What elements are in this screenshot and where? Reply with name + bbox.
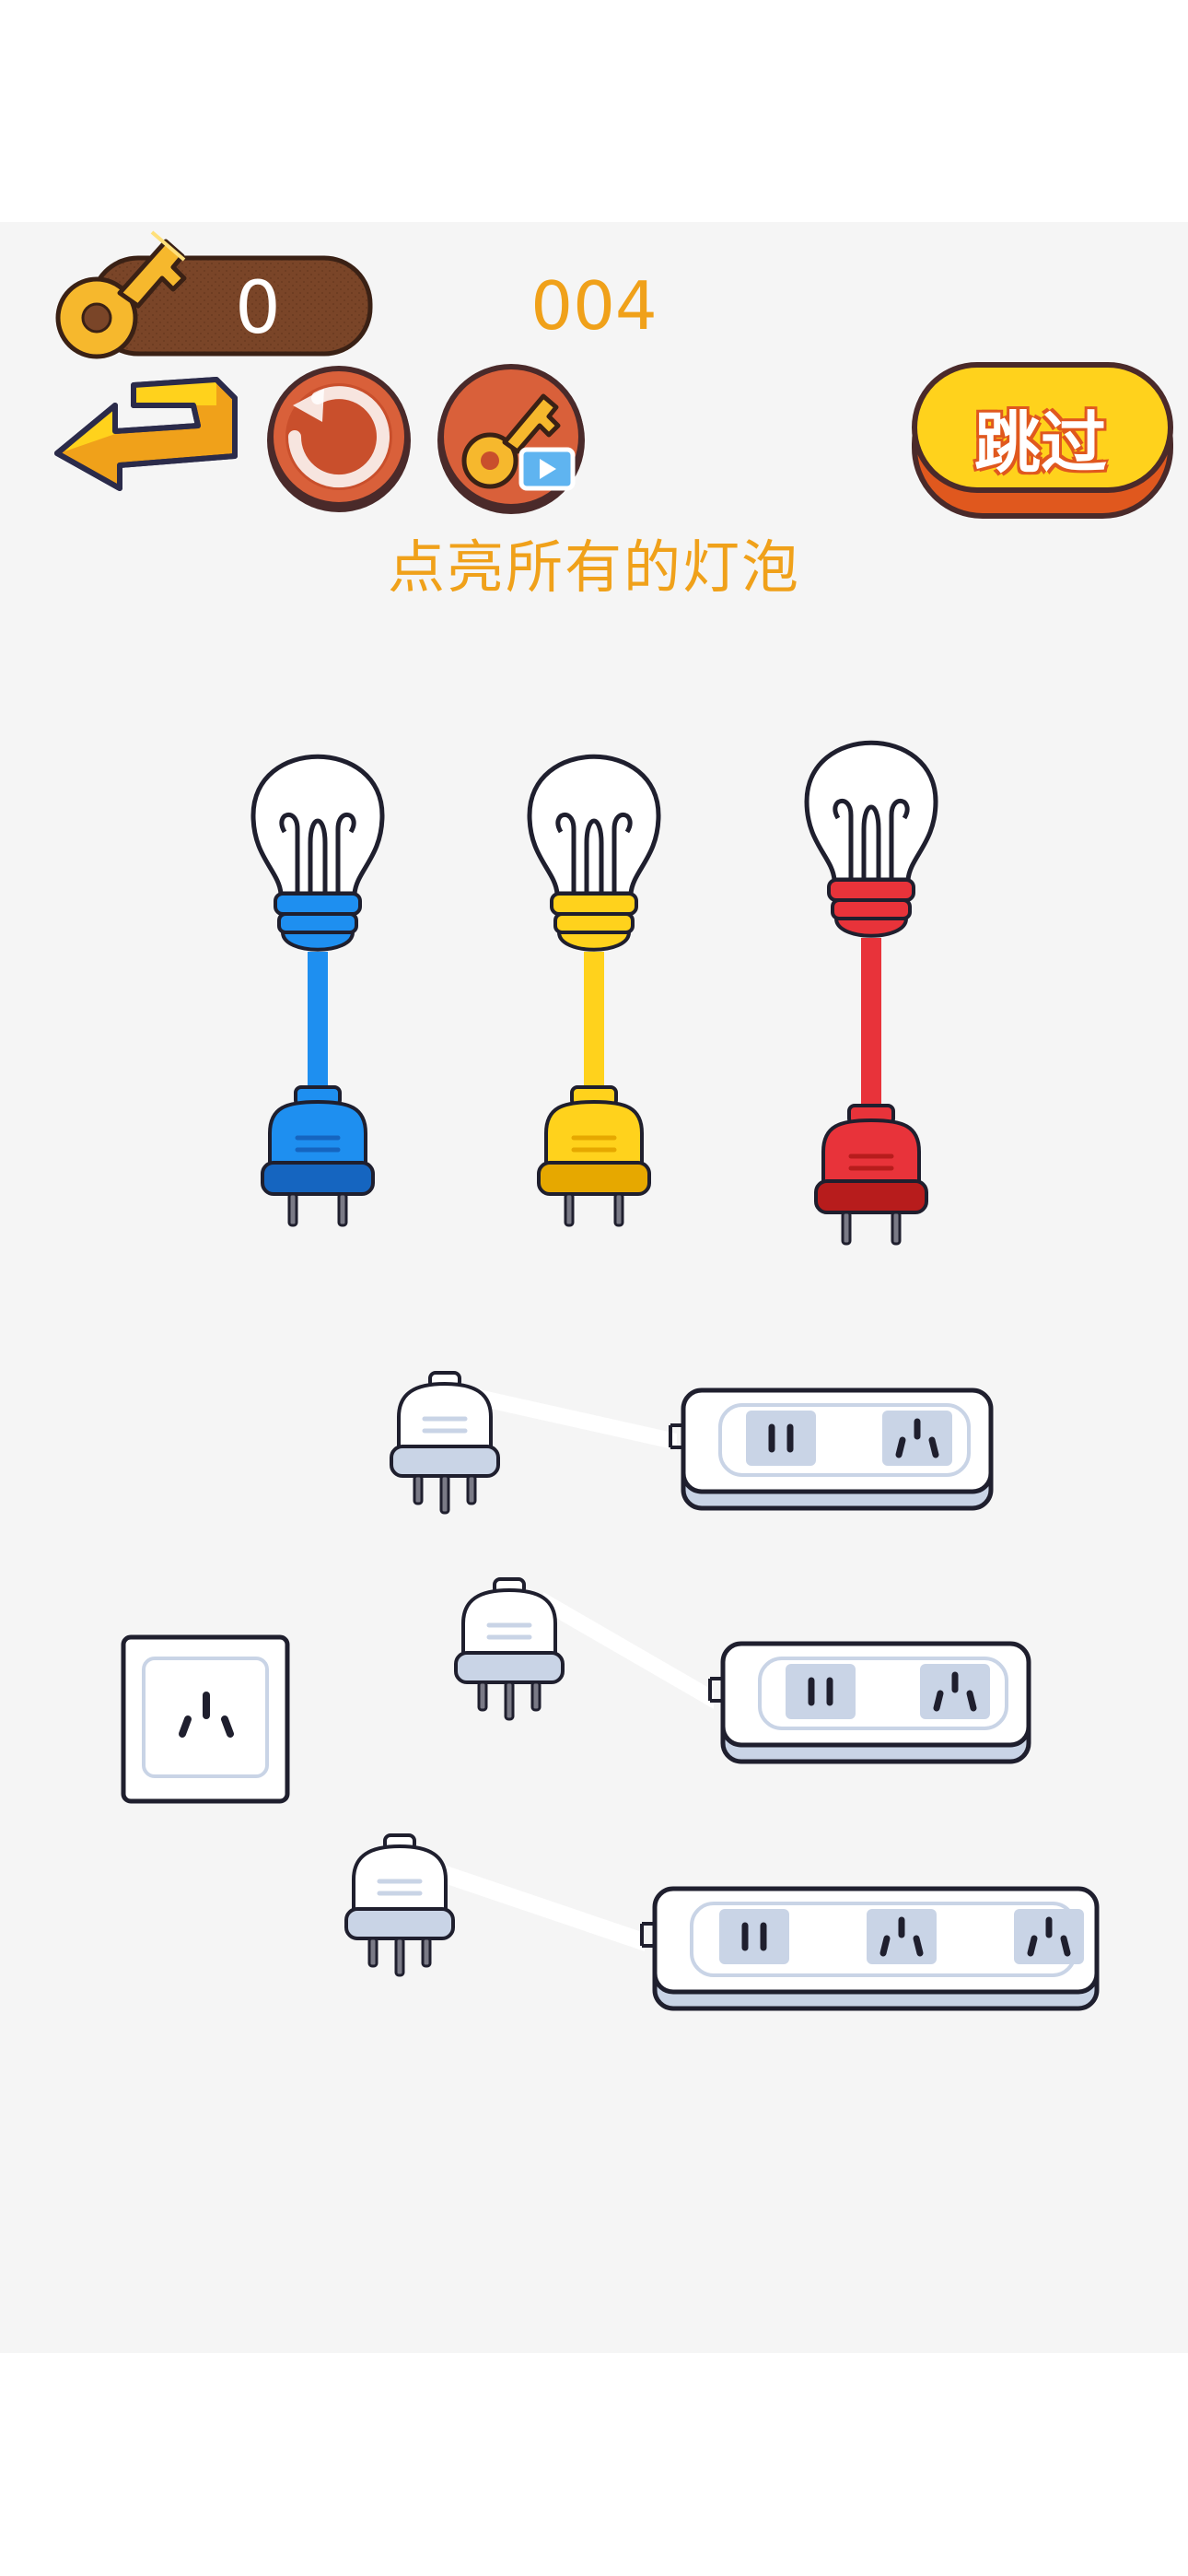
white-plug-2[interactable] <box>454 1577 565 1721</box>
wall-socket[interactable] <box>121 1634 290 1804</box>
key-icon <box>55 230 187 359</box>
power-strip-3[interactable] <box>640 1886 1100 2011</box>
bulb-yellow[interactable] <box>527 754 661 1227</box>
white-plug-3[interactable] <box>344 1833 455 1977</box>
skip-button[interactable] <box>912 362 1173 519</box>
restart-icon <box>287 386 390 488</box>
bulb-blue[interactable] <box>250 754 385 1227</box>
three-pin-hole-icon <box>179 1692 234 1738</box>
bulb-red[interactable] <box>804 740 938 1246</box>
back-button[interactable] <box>54 377 238 491</box>
key-video-icon <box>461 393 576 491</box>
power-strip-2[interactable] <box>708 1641 1031 1764</box>
white-plug-1[interactable] <box>390 1371 500 1515</box>
instruction-text: 点亮所有的灯泡 <box>387 533 800 601</box>
level-number: 004 <box>530 267 658 345</box>
power-strip-1[interactable] <box>669 1388 994 1511</box>
cords <box>433 1389 714 1951</box>
key-count: 0 <box>235 267 281 350</box>
back-arrow-icon <box>54 377 238 491</box>
skip-label: 跳过 <box>973 404 1107 482</box>
restart-button[interactable] <box>267 366 411 512</box>
key-video-button[interactable] <box>437 364 585 514</box>
